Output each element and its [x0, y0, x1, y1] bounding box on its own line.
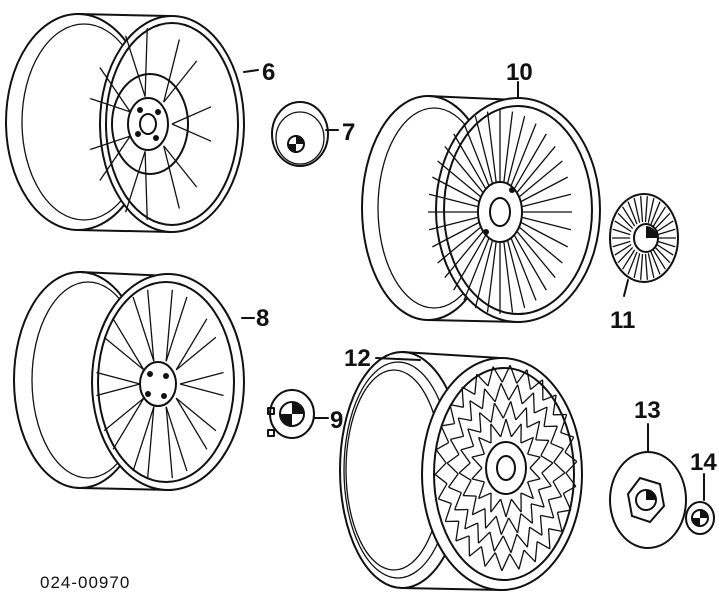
- hub-emblem-9: [267, 389, 329, 439]
- callout-13: 13: [634, 397, 661, 424]
- wheel-8: [13, 271, 255, 491]
- wheel-10: [361, 81, 601, 323]
- figure-number: 024-00970: [40, 573, 130, 592]
- wheel-12: [339, 351, 583, 591]
- callout-10: 10: [506, 59, 533, 86]
- wheel-6: [5, 13, 259, 233]
- center-cap-13: [609, 423, 687, 549]
- emblem-14: [685, 473, 715, 535]
- callout-12: 12: [344, 345, 371, 372]
- callout-7: 7: [342, 119, 355, 146]
- callout-14: 14: [690, 449, 717, 476]
- center-cap-7: [271, 101, 339, 167]
- callout-11: 11: [610, 307, 635, 334]
- hub-cover-11: [609, 193, 679, 297]
- callout-8: 8: [256, 305, 269, 332]
- callout-6: 6: [262, 59, 275, 86]
- callout-9: 9: [330, 407, 343, 434]
